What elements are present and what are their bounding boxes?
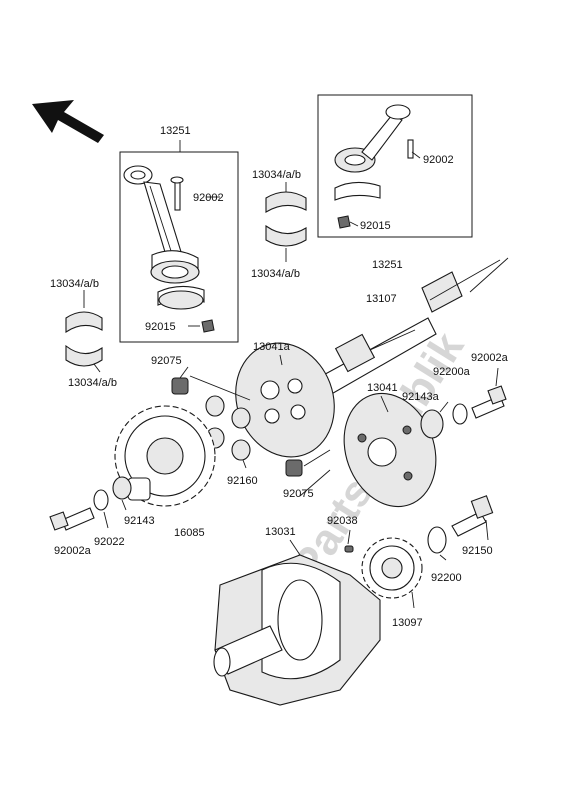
bolt-92150 (451, 495, 494, 537)
damper-plate-13041 (343, 392, 437, 508)
callout-16085: 16085 (174, 527, 205, 539)
callout-13251-right: 13251 (372, 259, 403, 271)
callout-92015-left: 92015 (145, 321, 176, 333)
callout-92200: 92200 (431, 572, 462, 584)
callout-92143a: 92143a (402, 391, 440, 403)
washer-92200 (427, 526, 447, 554)
bolt-92002a-right (471, 385, 507, 419)
callout-13034-left-top: 13034/a/b (50, 278, 99, 290)
needle-bearing-92075-top (171, 377, 189, 395)
crankshaft-13031 (213, 545, 381, 706)
callout-13034-middle-bottom: 13034/a/b (251, 268, 300, 280)
callout-13041a: 13041a (253, 341, 291, 353)
connecting-rod-group-box-left (119, 151, 239, 343)
callout-92038: 92038 (327, 515, 358, 527)
gear-16085 (114, 405, 216, 507)
callout-92075-top: 92075 (151, 355, 182, 367)
callout-92015-right: 92015 (360, 220, 391, 232)
collar-92143a (420, 409, 444, 439)
bearing-shells-left (65, 311, 103, 367)
washer-92022 (93, 489, 109, 511)
callout-13034-middle-top: 13034/a/b (252, 169, 301, 181)
callout-92022: 92022 (94, 536, 125, 548)
bearing-shells-middle (265, 191, 307, 247)
bolt-92002a-left (49, 507, 95, 531)
washer-92200a (452, 403, 468, 425)
bolt-92015-right (337, 215, 351, 229)
callout-13251-top: 13251 (160, 125, 191, 137)
bearing-cap-left (157, 285, 205, 310)
callout-92002a-right: 92002a (471, 352, 509, 364)
needle-bearing-92075-bottom (285, 459, 303, 477)
gear-13097 (361, 537, 423, 599)
callout-92075-bottom: 92075 (283, 488, 314, 500)
callout-13097: 13097 (392, 617, 423, 629)
connecting-rod-right (334, 104, 414, 201)
callout-92200a: 92200a (433, 366, 471, 378)
callout-92150: 92150 (462, 545, 493, 557)
damper-plate-13041a (235, 342, 335, 458)
callout-13031: 13031 (265, 526, 296, 538)
front-direction-arrow-icon (32, 100, 104, 143)
connecting-rod-group-box-right (317, 94, 473, 238)
callout-92002-left: 92002 (193, 192, 224, 204)
output-shaft (316, 259, 501, 398)
callout-92160: 92160 (227, 475, 258, 487)
callout-13034-left-bottom: 13034/a/b (68, 377, 117, 389)
connecting-rod-left (123, 165, 200, 284)
collar-92143 (112, 476, 132, 500)
callout-92143: 92143 (124, 515, 155, 527)
callout-92002a-left: 92002a (54, 545, 92, 557)
bolt-92015-left (201, 319, 215, 333)
callout-92002-right: 92002 (423, 154, 454, 166)
callout-13107: 13107 (366, 293, 397, 305)
callout-13041: 13041 (367, 382, 398, 394)
